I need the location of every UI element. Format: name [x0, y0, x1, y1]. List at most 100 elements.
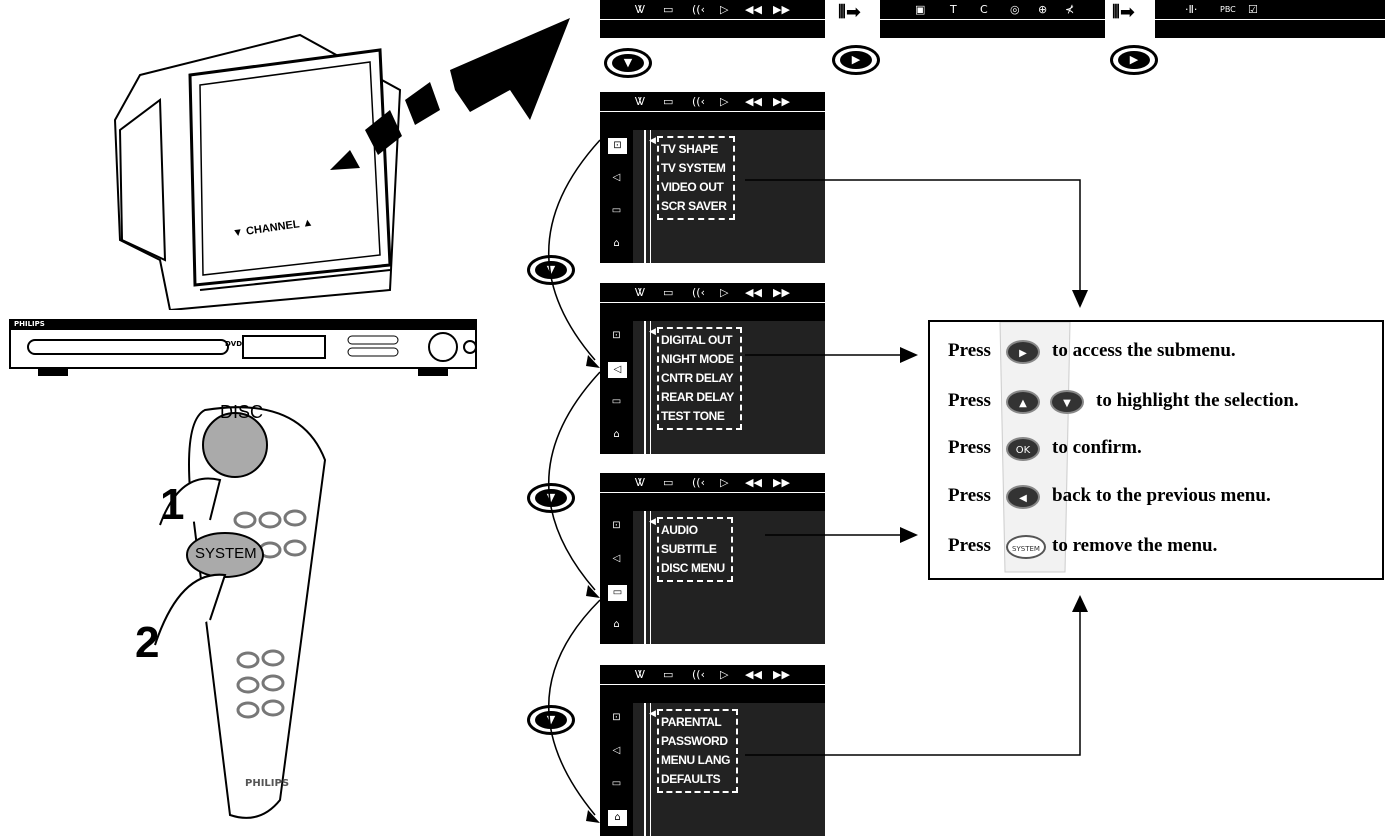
- audio-icon: ((‹: [692, 95, 705, 108]
- system-button-label: SYSTEM: [195, 545, 257, 562]
- menu-item: NIGHT MODE: [661, 352, 734, 366]
- arrow-right-2: ⦀➡: [1112, 2, 1136, 23]
- setup-icon: Ꮤ: [635, 3, 646, 16]
- title-icon: T: [950, 3, 957, 16]
- menu-item: PARENTAL: [661, 715, 722, 729]
- lock-icon: ⌂: [608, 810, 627, 826]
- rewind-icon: ◀◀: [745, 286, 762, 299]
- menu-tabs-bar: Ꮤ▭((‹▷◀◀▶▶: [600, 665, 825, 703]
- remote-button-icon: ▶: [1006, 340, 1040, 364]
- video-icon: ⊡: [612, 520, 621, 531]
- forward-icon: ▶▶: [773, 3, 790, 16]
- video-icon: ▣: [915, 3, 926, 16]
- angle-icon: ⊀: [1065, 3, 1075, 16]
- menu-tabs-bar: Ꮤ▭((‹▷◀◀▶▶: [600, 473, 825, 511]
- subtitle-icon: ▭: [663, 3, 674, 16]
- menu-item: VIDEO OUT: [661, 180, 724, 194]
- menu-item: MENU LANG: [661, 753, 731, 767]
- chat-icon: ▭: [608, 585, 627, 601]
- menu-item: REAR DELAY: [661, 390, 734, 404]
- chat-icon: ▭: [611, 396, 622, 407]
- disc-button-label: DISC: [220, 402, 264, 422]
- speaker-icon: ◁: [612, 745, 621, 756]
- subtitle-icon: ▭: [663, 476, 674, 489]
- remote-button-icon: SYSTEM: [1006, 535, 1046, 559]
- press-label: Press: [948, 437, 991, 458]
- down-button-3: ▼: [527, 705, 575, 735]
- menu-item: DEFAULTS: [661, 772, 721, 786]
- menu-tabs-bar: Ꮤ▭((‹▷◀◀▶▶: [600, 283, 825, 321]
- down-button-1: ▼: [527, 255, 575, 285]
- repeat-icon: ◎: [1010, 3, 1020, 16]
- subtitle-icon: ▭: [663, 286, 674, 299]
- forward-icon: ▶▶: [773, 95, 790, 108]
- rewind-icon: ◀◀: [745, 668, 762, 681]
- selector-arrow-icon: ◀: [649, 709, 656, 719]
- right-button-2: ▶: [1110, 45, 1158, 75]
- remote-button-icon: ▲: [1006, 390, 1040, 414]
- subtitle-icon: ▭: [663, 668, 674, 681]
- right-button: ▶: [832, 45, 880, 75]
- menu-tabs-bar: Ꮤ▭((‹▷◀◀▶▶: [600, 92, 825, 130]
- speaker-icon: ◁: [612, 553, 621, 564]
- menu-items: AUDIO SUBTITLE DISC MENU: [657, 517, 733, 582]
- rewind-icon: ◀◀: [745, 3, 762, 16]
- instruction-text: to confirm.: [1052, 437, 1142, 458]
- menu-item: TV SHAPE: [661, 142, 718, 156]
- instruction-text: to remove the menu.: [1052, 535, 1218, 556]
- menu-item: SCR SAVER: [661, 199, 727, 213]
- player-disc-logo: DVD: [225, 340, 243, 348]
- play-icon: ▷: [720, 3, 729, 16]
- video-icon: ⊡: [612, 330, 621, 341]
- menu-item: DISC MENU: [661, 561, 725, 575]
- setup-icon: Ꮤ: [635, 668, 646, 681]
- rewind-icon: ◀◀: [745, 476, 762, 489]
- subtitle-icon: ▭: [663, 95, 674, 108]
- instructions-box: Press▶to access the submenu.Press▲▼to hi…: [928, 320, 1384, 580]
- instruction-text: back to the previous menu.: [1052, 485, 1271, 506]
- lock-icon: ⌂: [613, 238, 620, 249]
- menu-item: SUBTITLE: [661, 542, 717, 556]
- remote-brand: PHILIPS: [245, 778, 290, 789]
- audio-icon: ((‹: [692, 668, 705, 681]
- top-menu-bar-2: ▣ T C ◎ ⊕ ⊀: [880, 0, 1105, 38]
- remote-button-icon: ▼: [1050, 390, 1084, 414]
- menu-item: CNTR DELAY: [661, 371, 734, 385]
- instruction-text: to access the submenu.: [1052, 340, 1236, 361]
- forward-icon: ▶▶: [773, 668, 790, 681]
- setup-icon: Ꮤ: [635, 95, 646, 108]
- play-icon: ▷: [720, 476, 729, 489]
- video-icon: ⊡: [608, 138, 627, 154]
- setup-icon: Ꮤ: [635, 286, 646, 299]
- tv-illustration: [113, 33, 402, 310]
- audio-icon: ((‹: [692, 476, 705, 489]
- pbc-icon: PBC: [1220, 5, 1236, 14]
- video-icon: ⊡: [612, 712, 621, 723]
- lock-icon: ⌂: [613, 619, 620, 630]
- play-icon: ▷: [720, 286, 729, 299]
- selector-arrow-icon: ◀: [649, 136, 656, 146]
- check-icon: ☑: [1248, 3, 1258, 16]
- remote-control: [154, 406, 327, 819]
- top-menu-bar-3: ·Ⅱ· PBC ☑: [1155, 0, 1385, 38]
- chat-icon: ▭: [611, 205, 622, 216]
- player-brand: PHILIPS: [14, 320, 45, 328]
- press-label: Press: [948, 390, 991, 411]
- forward-icon: ▶▶: [773, 286, 790, 299]
- remote-button-icon: ◀: [1006, 485, 1040, 509]
- chat-icon: ▭: [611, 778, 622, 789]
- top-menu-bar: Ꮤ ▭ ((‹ ▷ ◀◀ ▶▶: [600, 0, 825, 38]
- audio-icon: ((‹: [692, 3, 705, 16]
- menu-item: AUDIO: [661, 523, 698, 537]
- forward-icon: ▶▶: [773, 476, 790, 489]
- selector-arrow-icon: ◀: [649, 327, 656, 337]
- rewind-icon: ◀◀: [745, 95, 762, 108]
